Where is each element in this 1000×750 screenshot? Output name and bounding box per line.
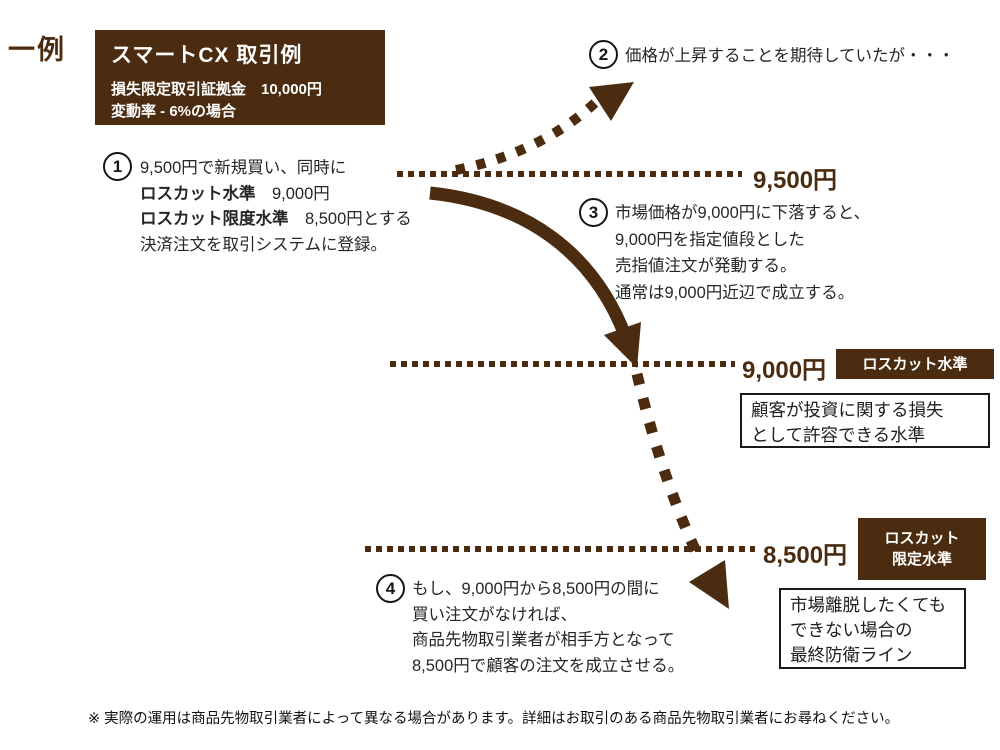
price-label-9500: 9,500円 bbox=[753, 167, 838, 194]
step3-text: 市場価格が9,000円に下落すると、 9,000円を指定値段とした 売指値注文が… bbox=[615, 200, 870, 306]
step3-line1: 市場価格が9,000円に下落すると、 bbox=[615, 204, 871, 222]
title-box-title: スマートCX 取引例 bbox=[111, 44, 303, 67]
step1-line2: ロスカット水準 9,000円 bbox=[140, 184, 330, 203]
step1-text: 9,500円で新規買い、同時に ロスカット水準 9,000円 ロスカット限度水準… bbox=[140, 156, 412, 258]
loss-cut-note-line2: として許容できる水準 bbox=[751, 425, 926, 445]
step4-line3: 商品先物取引業者が相手方となって bbox=[412, 631, 675, 649]
title-box: スマートCX 取引例 損失限定取引証拠金 10,000円 変動率 - 6%の場合 bbox=[95, 30, 385, 125]
step2-text: 価格が上昇することを期待していたが・・・ bbox=[625, 47, 955, 65]
limit-note-line3: 最終防衛ライン bbox=[790, 645, 913, 665]
loss-cut-level-note: 顧客が投資に関する損失 として許容できる水準 bbox=[740, 393, 990, 448]
step1-line3: ロスカット限度水準 8,500円とする bbox=[140, 210, 412, 228]
limit-note-line1: 市場離脱したくても bbox=[790, 595, 947, 615]
loss-cut-limit-tag-line1: ロスカット bbox=[884, 530, 960, 547]
loss-cut-limit-level-tag: ロスカット 限定水準 bbox=[858, 518, 986, 580]
step2-number-badge: 2 bbox=[589, 40, 618, 69]
step4-line1: もし、9,000円から8,500円の間に bbox=[412, 580, 660, 598]
title-box-margin-line: 損失限定取引証拠金 10,000円 bbox=[111, 81, 322, 98]
down-solid-arrow-icon bbox=[429, 186, 641, 368]
price-label-8500: 8,500円 bbox=[763, 542, 848, 569]
price-line-9000 bbox=[390, 361, 735, 367]
price-line-9500 bbox=[397, 171, 742, 177]
example-label: 一例 bbox=[8, 35, 66, 65]
step4-line2: 買い注文がなければ、 bbox=[412, 605, 577, 624]
step3-number-badge: 3 bbox=[579, 198, 608, 227]
limit-note-line2: できない場合の bbox=[790, 620, 913, 640]
loss-cut-limit-note: 市場離脱したくても できない場合の 最終防衛ライン bbox=[779, 588, 966, 669]
price-label-9000: 9,000円 bbox=[742, 357, 827, 384]
loss-cut-limit-tag-line2: 限定水準 bbox=[891, 551, 952, 568]
down-dotted-arrow-icon bbox=[631, 372, 729, 609]
step3-line4: 通常は9,000円近辺で成立する。 bbox=[615, 283, 855, 302]
step3-line2: 9,000円を指定値段とした bbox=[615, 230, 805, 249]
price-line-8500 bbox=[365, 546, 755, 552]
loss-cut-level-tag: ロスカット水準 bbox=[836, 349, 994, 379]
step4-text: もし、9,000円から8,500円の間に 買い注文がなければ、 商品先物取引業者… bbox=[412, 577, 684, 679]
step1-line1: 9,500円で新規買い、同時に bbox=[140, 159, 347, 177]
step3-line3: 売指値注文が発動する。 bbox=[615, 257, 797, 275]
step1-number-badge: 1 bbox=[103, 152, 132, 181]
step1-line4: 決済注文を取引システムに登録。 bbox=[140, 235, 388, 254]
footnote: ※ 実際の運用は商品先物取引業者によって異なる場合があります。詳細はお取引のある… bbox=[88, 711, 900, 727]
step4-number-badge: 4 bbox=[376, 574, 405, 603]
title-box-rate-line: 変動率 - 6%の場合 bbox=[111, 103, 237, 120]
loss-cut-note-line1: 顧客が投資に関する損失 bbox=[751, 400, 944, 420]
step4-line4: 8,500円で顧客の注文を成立させる。 bbox=[412, 656, 685, 675]
up-trend-dotted-arrow-icon bbox=[455, 82, 634, 175]
